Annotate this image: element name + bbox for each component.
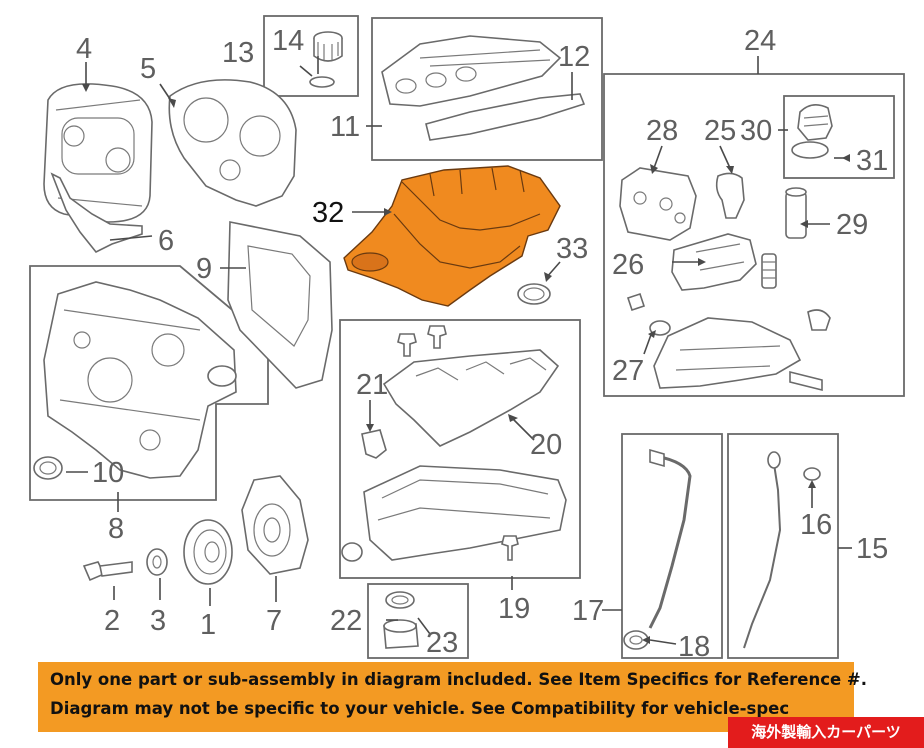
callout-32: 32: [312, 197, 344, 229]
engine-front-cover-part-8: [43, 281, 237, 479]
callout-24: 24: [744, 25, 776, 57]
callout-10: 10: [92, 457, 124, 489]
timing-cover-seal-part-6: [50, 172, 143, 254]
callout-25: 25: [704, 115, 736, 147]
callout-1: 1: [200, 609, 216, 641]
oil-filler-cap-part-14: [309, 31, 343, 88]
callout-21: 21: [356, 369, 388, 401]
callout-13: 13: [222, 37, 254, 69]
group-box-22: [367, 583, 469, 659]
group-box-17: [621, 433, 723, 659]
drain-plug-part-22: [383, 591, 419, 649]
callout-17: 17: [572, 595, 604, 627]
callout-20: 20: [530, 429, 562, 461]
callout-3: 3: [150, 605, 166, 637]
callout-16: 16: [800, 509, 832, 541]
callout-28: 28: [646, 115, 678, 147]
callout-29: 29: [836, 209, 868, 241]
valve-cover-gasket-part-12: [425, 93, 586, 141]
callout-5: 5: [140, 53, 156, 85]
disclaimer-banner: Only one part or sub-assembly in diagram…: [38, 662, 867, 732]
dipstick-part-15: [743, 451, 782, 649]
manifold-gasket-part-33: [517, 283, 551, 305]
crankshaft-pulley-part-1: [183, 519, 233, 585]
oil-filter-adapter-part-26: [671, 233, 757, 291]
callout-2: 2: [104, 605, 120, 637]
washer-part-3: [146, 548, 168, 576]
callout-8: 8: [108, 513, 124, 545]
oil-pump-pickup-part-21: [361, 429, 387, 459]
front-timing-cover-part-4: [43, 83, 153, 223]
callout-18: 18: [678, 631, 710, 663]
oil-pan-gasket-part-9: [227, 221, 333, 389]
oil-filter-housing-part-24: [653, 309, 831, 392]
gasket-part-25: [715, 172, 745, 219]
callout-26: 26: [612, 249, 644, 281]
rear-timing-cover-part-5: [168, 79, 297, 207]
group-box-24: [603, 73, 905, 397]
callout-19: 19: [498, 593, 530, 625]
callout-33: 33: [556, 233, 588, 265]
seal-part-16: [803, 467, 821, 481]
callout-4: 4: [76, 33, 92, 65]
group-box-11: [371, 17, 603, 161]
callout-11: 11: [330, 111, 360, 143]
oil-filter-element-part-29: [785, 187, 807, 239]
intake-manifold-part-32: [343, 165, 561, 307]
oil-pan-part-19: [341, 465, 567, 562]
callout-14: 14: [272, 25, 304, 57]
group-box-13: [263, 15, 359, 97]
callout-30: 30: [740, 115, 772, 147]
import-parts-tag: 海外製輸入カーパーツ: [728, 717, 924, 748]
o-ring-part-31: [791, 141, 829, 159]
callout-31: 31: [856, 145, 888, 177]
callout-labels: 4 5 6 9 10 8 2 3 1 7 13 14 11 12 32 33 2…: [76, 25, 888, 663]
group-box-30: [783, 95, 895, 179]
sensor-part-27: [626, 292, 671, 336]
crankshaft-seal-part-10: [33, 456, 63, 480]
callout-22: 22: [330, 605, 362, 637]
group-box-15: [727, 433, 839, 659]
bolts-part-19-upper: [397, 325, 447, 357]
group-box-19: [339, 319, 581, 579]
callout-23: 23: [426, 627, 458, 659]
callout-12: 12: [558, 41, 590, 73]
dipstick-tube-part-17: [648, 448, 692, 629]
callout-27: 27: [612, 355, 644, 387]
bolt-part-2: [82, 561, 133, 582]
callout-6: 6: [158, 225, 174, 257]
leader-arrowheads: [82, 84, 850, 644]
valve-cover-part-11: [381, 35, 562, 107]
oil-filter-cap-part-30: [797, 104, 833, 141]
disclaimer-line-2: Diagram may not be specific to your vehi…: [50, 699, 790, 718]
disclaimer-line-1: Only one part or sub-assembly in diagram…: [50, 670, 868, 689]
spring-part-26b: [761, 253, 777, 289]
windage-tray-part-20: [382, 349, 560, 447]
leader-lines: [66, 56, 852, 645]
timing-sprocket-part-7: [241, 475, 309, 575]
callout-7: 7: [266, 605, 282, 637]
group-box-8: [29, 265, 269, 501]
oil-cooler-part-28: [619, 167, 697, 241]
callout-9: 9: [196, 253, 212, 285]
callout-15: 15: [856, 533, 888, 565]
